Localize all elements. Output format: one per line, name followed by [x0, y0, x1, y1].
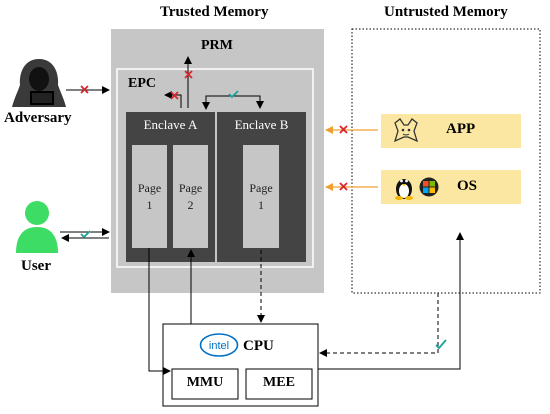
hooded-hacker-icon [12, 59, 66, 107]
tomcat-icon [393, 118, 419, 143]
page-number: 1 [258, 198, 264, 212]
user-label: User [21, 258, 51, 274]
cpu-to-untrusted-arrow [318, 232, 464, 370]
page-number: 2 [187, 198, 194, 212]
enclave-a-page-2-box [173, 145, 208, 248]
enclave-a-page-1: Page 1 [132, 180, 167, 214]
epc-frame [116, 68, 314, 268]
enclave-a-title: Enclave A [143, 117, 198, 132]
linux-penguin-icon [395, 179, 413, 200]
adversary-label: Adversary [4, 110, 72, 126]
untrusted-to-cpu-arrow [319, 293, 439, 357]
page-name: Page [249, 181, 273, 195]
epc-label: EPC [128, 76, 156, 91]
app-box [381, 114, 521, 148]
enclave-b-page-1-box [243, 145, 279, 248]
intel-logo-icon: intel [199, 333, 239, 357]
untrusted-memory-heading: Untrusted Memory [384, 4, 508, 20]
cpu-label: CPU [243, 338, 274, 354]
epc-exit-arrow [164, 91, 182, 108]
enclave-b-page-1: Page 1 [243, 180, 279, 214]
prm-label: PRM [201, 38, 233, 53]
enclave-a-page-1-box [132, 145, 167, 248]
mmu-box [171, 368, 239, 400]
intel-brand-text: intel [209, 340, 229, 352]
enclave-b-title: Enclave B [234, 117, 289, 132]
app-label: APP [446, 121, 476, 137]
enclave-a-page-2: Page 2 [173, 180, 208, 214]
page-to-mmu-arrow [148, 248, 171, 375]
page-name: Page [137, 181, 162, 195]
mee-label: MEE [263, 375, 295, 390]
page-number: 1 [146, 198, 153, 212]
untrusted-memory-region [351, 28, 541, 294]
mee-box [245, 368, 313, 400]
mmu-label: MMU [186, 375, 224, 390]
user-person-icon [16, 201, 58, 253]
trusted-memory-heading: Trusted Memory [160, 4, 269, 20]
denied-marks [80, 70, 348, 191]
page-name: Page [178, 181, 203, 195]
windows-logo-icon [419, 177, 439, 197]
allowed-marks [80, 90, 447, 350]
os-label: OS [457, 178, 478, 194]
